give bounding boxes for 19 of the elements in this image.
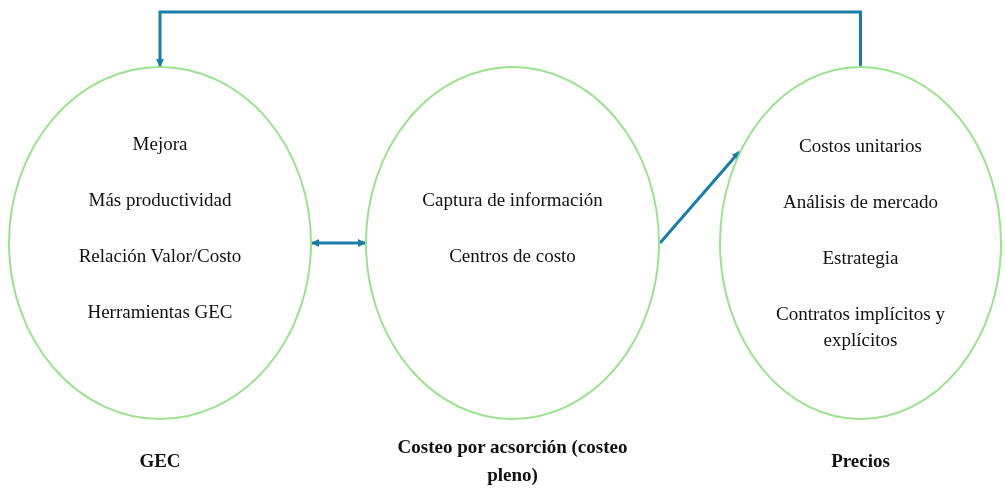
arrow <box>311 239 366 247</box>
node-text: Análisis de mercado <box>782 190 939 214</box>
node-caption: Costeo por acsorción (costeo pleno) <box>397 435 628 487</box>
ellipse-node <box>8 66 312 420</box>
arrow <box>658 151 741 244</box>
node-text: Centros de costo <box>449 244 576 268</box>
ellipse-node <box>365 66 660 420</box>
node-text: Mejora <box>132 132 188 156</box>
arrow <box>156 10 862 67</box>
node-text: Contratos implícitos y explícitos <box>775 302 946 352</box>
node-text: Relación Valor/Costo <box>78 244 242 268</box>
node-text: Herramientas GEC <box>87 300 233 324</box>
node-caption: Precios <box>831 449 890 473</box>
node-text: Captura de información <box>422 188 603 212</box>
ellipse-node <box>719 66 1002 420</box>
node-text: Más productividad <box>88 188 232 212</box>
node-text: Costos unitarios <box>799 134 922 158</box>
node-text: Estrategia <box>822 246 899 270</box>
node-caption: GEC <box>139 449 181 473</box>
